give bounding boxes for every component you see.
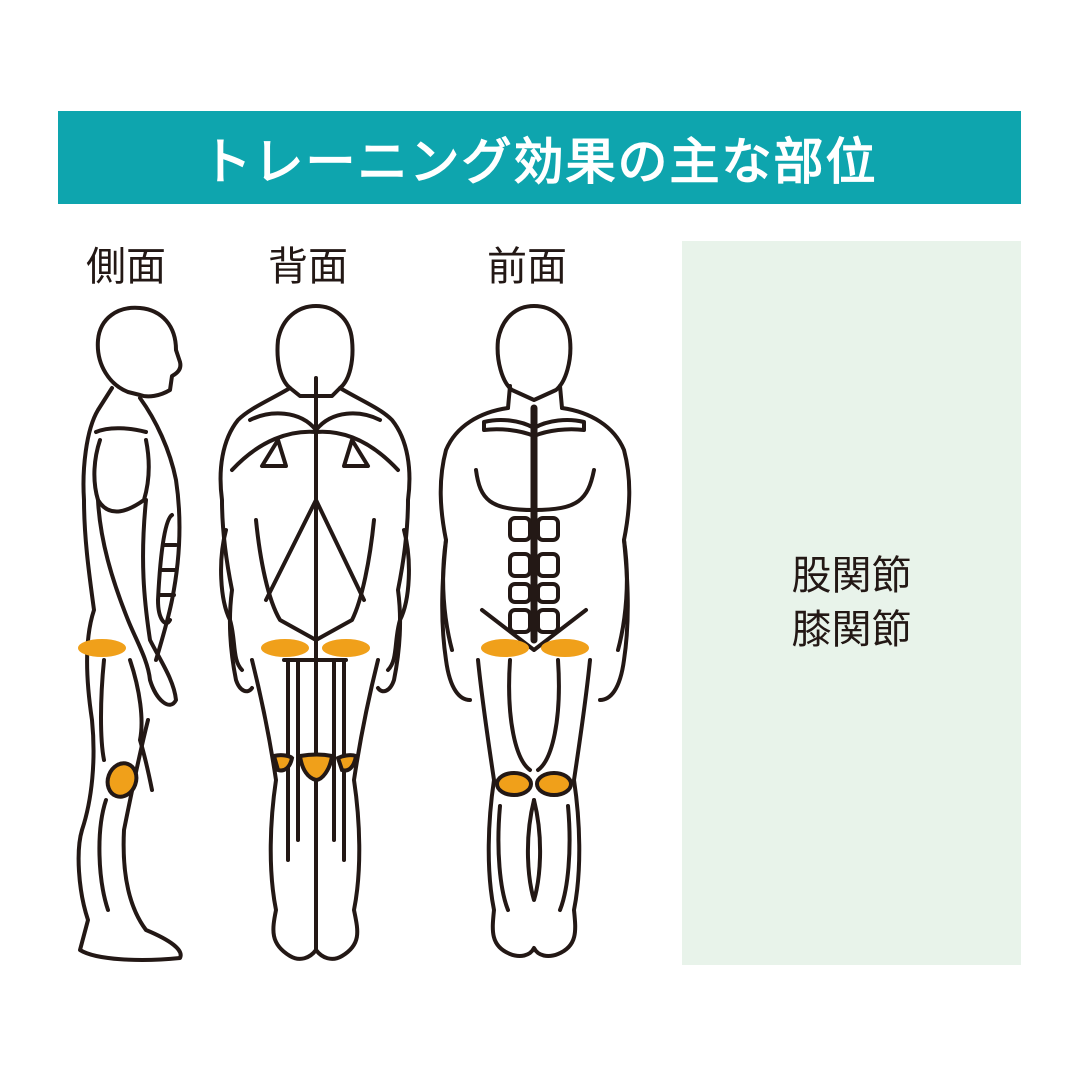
front-hip-right-highlight	[541, 639, 589, 657]
back-hip-right-highlight	[322, 639, 370, 657]
back-view-figure	[218, 304, 412, 961]
back-hip-left-highlight	[261, 639, 309, 657]
banner-title: トレーニング効果の主な部位	[201, 132, 878, 191]
side-view-figure	[76, 305, 183, 962]
title-banner: トレーニング効果の主な部位	[58, 111, 1021, 204]
front-knee-left-highlight	[495, 771, 533, 797]
target-areas-panel: 股関節 膝関節	[682, 241, 1021, 965]
front-view-figure	[438, 304, 632, 958]
side-knee-highlight	[105, 761, 139, 799]
back-knee-left-highlight	[271, 753, 295, 773]
view-label-side: 側面	[86, 244, 166, 290]
front-knee-right-highlight	[535, 771, 573, 797]
side-hip-highlight	[78, 639, 126, 657]
view-label-back: 背面	[268, 244, 348, 290]
front-hip-left-highlight	[481, 639, 529, 657]
target-area-hip-joint: 股関節	[791, 553, 912, 599]
back-knee-right-highlight	[335, 753, 359, 773]
back-knee-center-highlight	[297, 752, 335, 783]
view-label-front: 前面	[487, 244, 567, 290]
target-area-knee-joint: 膝関節	[791, 607, 912, 653]
